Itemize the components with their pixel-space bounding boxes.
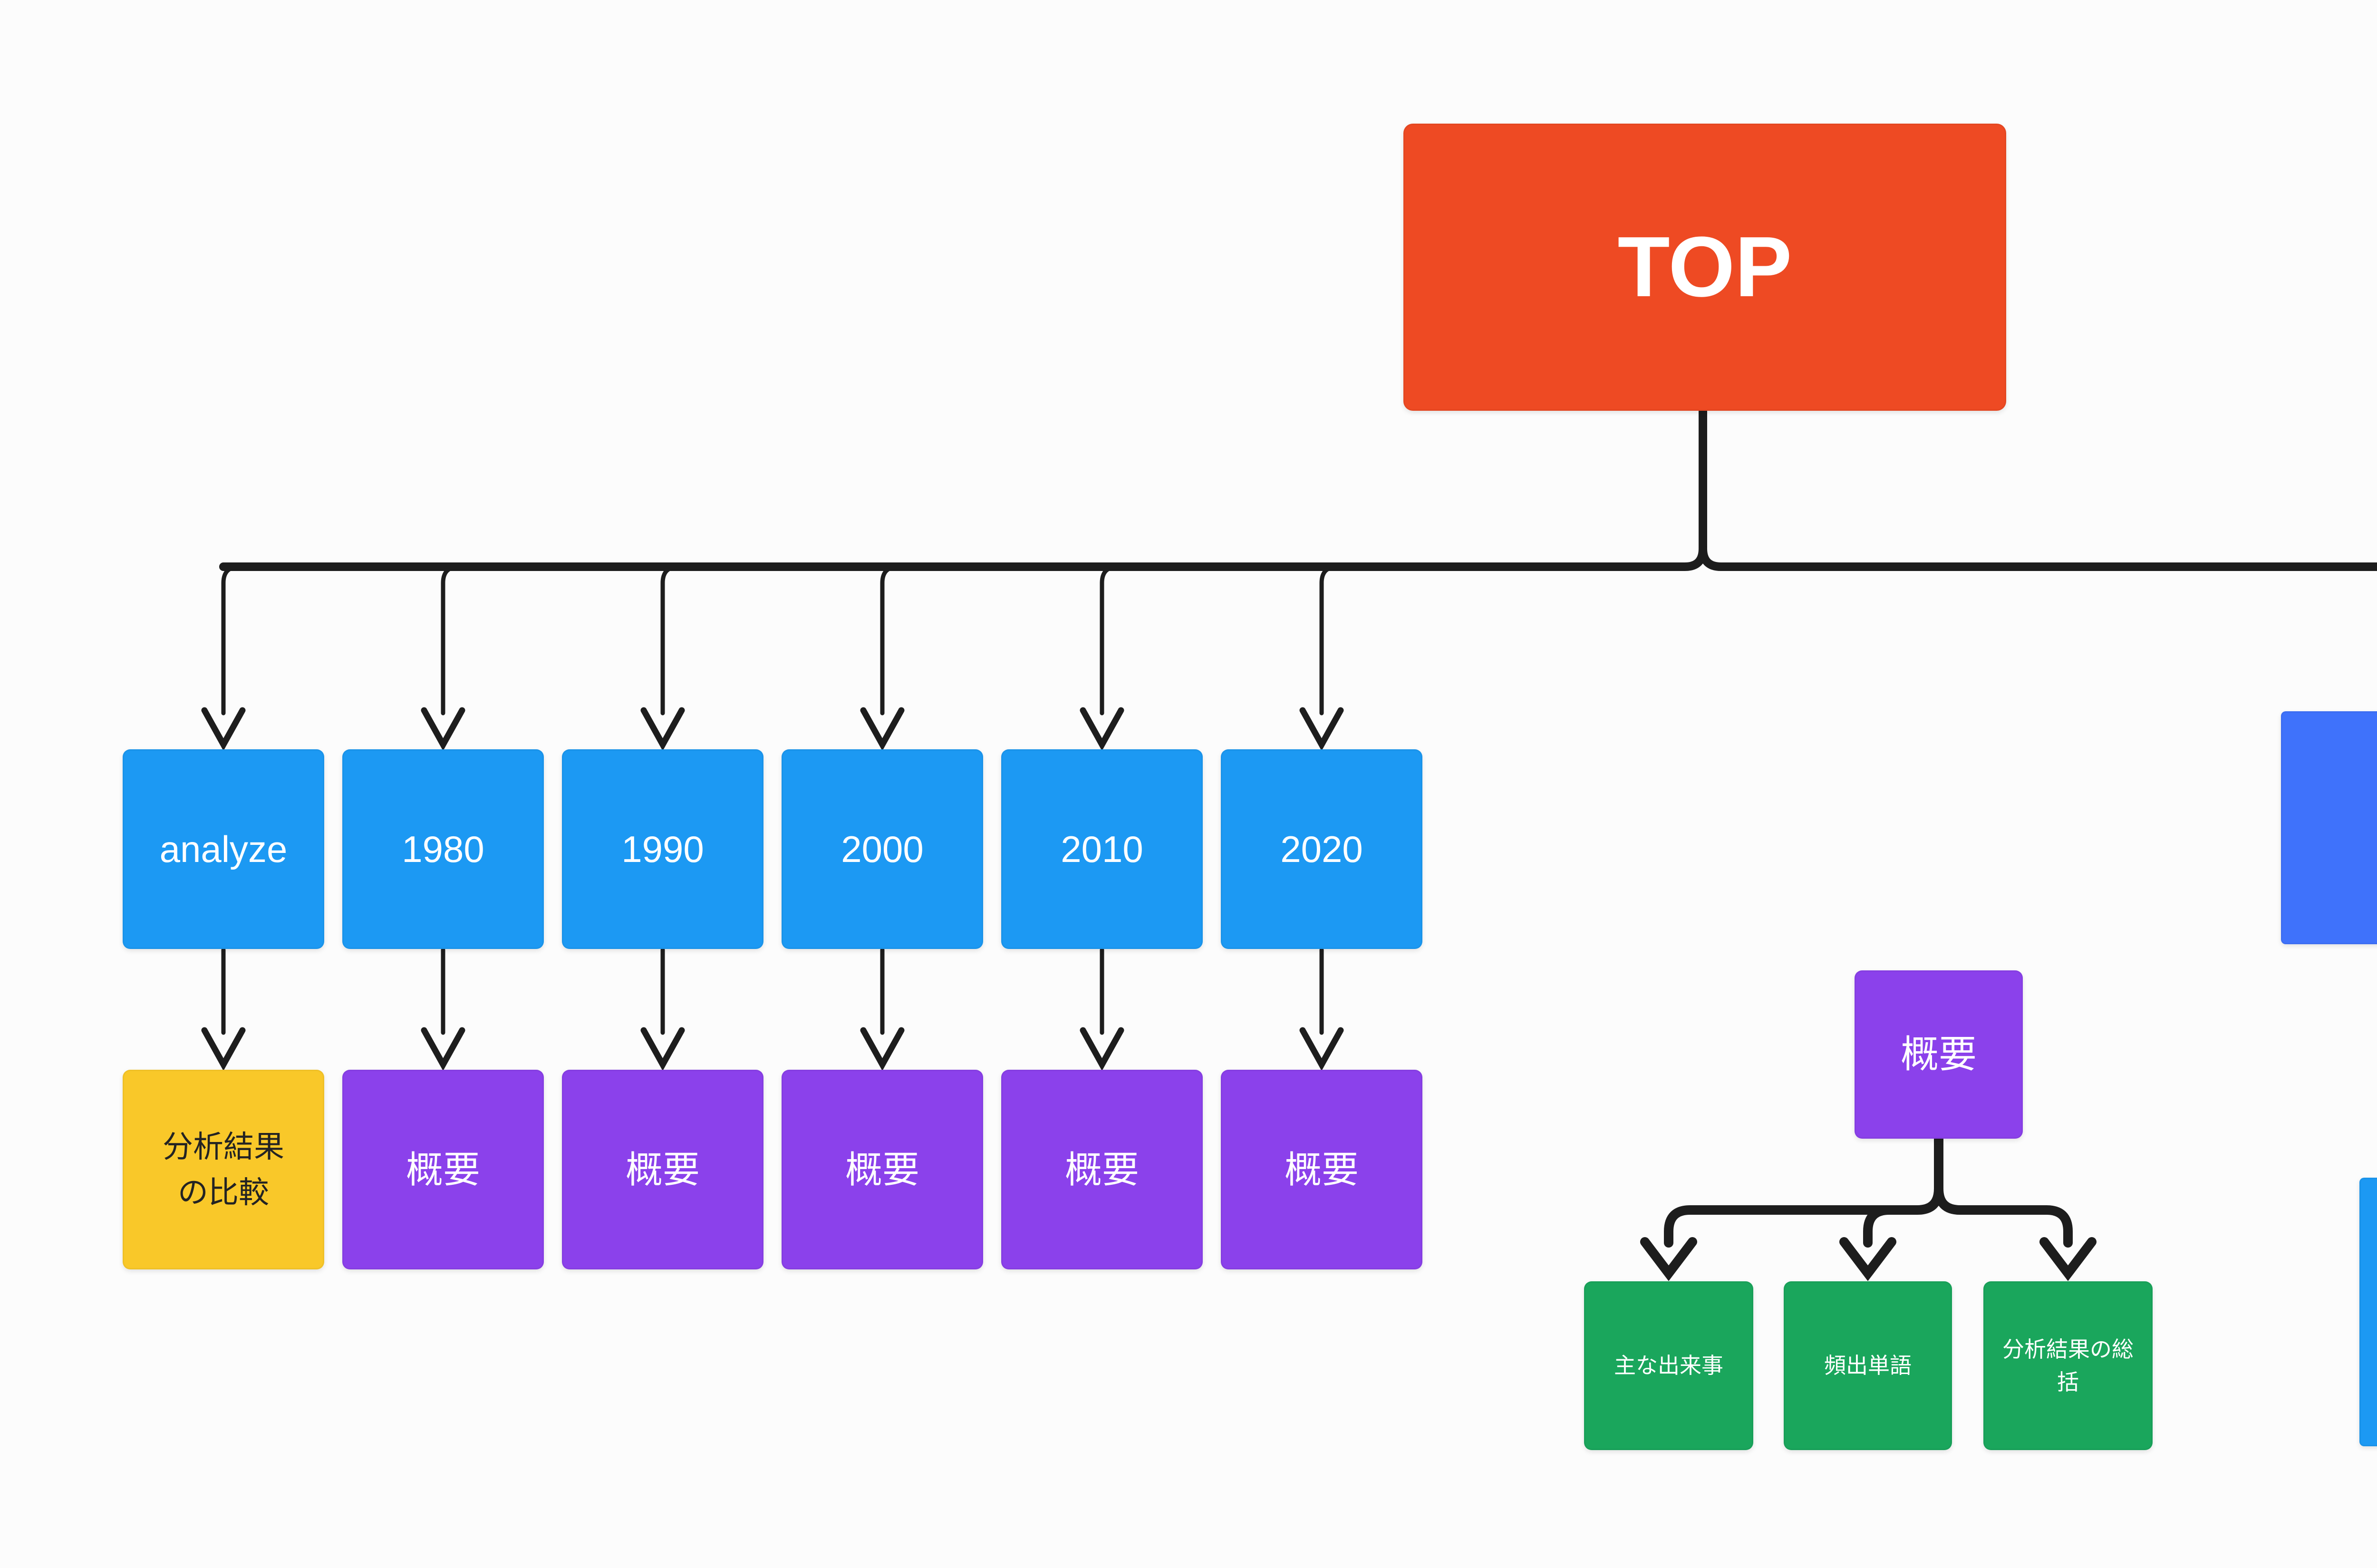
node-overview-parent-label: 概要: [1901, 1033, 1977, 1075]
node-overview-2020-label: 概要: [1284, 1148, 1359, 1191]
node-1990[interactable]: 1990: [562, 749, 763, 949]
node-overview-1980-label: 概要: [406, 1148, 480, 1191]
node-analysis-summary-label: 分析結果の総 括: [2002, 1336, 2134, 1394]
node-analysis-comparison-label: 分析結果 の比較: [163, 1130, 284, 1210]
arrowhead-drop-2000: [860, 707, 905, 751]
node-overview-2020[interactable]: 概要: [1221, 1070, 1422, 1269]
node-analyze[interactable]: analyze: [123, 749, 324, 949]
node-2000-label: 2000: [841, 828, 924, 870]
connector-overview-middle: [1863, 1205, 1894, 1248]
connector-top-trunk-left-bar: [219, 407, 1707, 571]
arrowhead-2000-overview: [860, 1027, 905, 1071]
arrowhead-drop-2020: [1299, 707, 1344, 751]
arrowhead-words: [1839, 1237, 1896, 1281]
arrowhead-drop-1980: [421, 707, 465, 751]
node-analysis-summary[interactable]: 分析結果の総 括: [1983, 1281, 2153, 1450]
node-overview-1990-label: 概要: [625, 1148, 700, 1191]
node-top[interactable]: TOP: [1403, 124, 2006, 411]
connector-group: [201, 407, 2377, 1281]
connector-drop-1990: [660, 564, 681, 716]
node-main-events[interactable]: 主な出来事: [1584, 1281, 1753, 1450]
node-overview-2010-label: 概要: [1064, 1148, 1139, 1191]
connector-drop-2010: [1100, 564, 1121, 716]
connector-drop-2000: [880, 564, 901, 716]
arrowhead-drop-1990: [640, 707, 685, 751]
connector-drop-analyze: [221, 564, 242, 716]
connector-drop-1980: [441, 564, 462, 716]
node-2010-label: 2010: [1061, 828, 1143, 870]
connector-overview-left: [1664, 1134, 1943, 1248]
node-main-events-label: 主な出来事: [1614, 1353, 1723, 1378]
connector-top-right-bar: [1699, 544, 2377, 571]
node-overview-2000[interactable]: 概要: [782, 1070, 983, 1269]
node-2020[interactable]: 2020: [1221, 749, 1422, 949]
node-2000[interactable]: 2000: [782, 749, 983, 949]
arrowhead-2020-overview: [1299, 1027, 1344, 1071]
node-2020-label: 2020: [1280, 828, 1363, 870]
arrowhead-2010-overview: [1080, 1027, 1124, 1071]
node-about[interactable]: ABOUT: [2281, 711, 2377, 944]
arrowhead-summary: [2039, 1237, 2097, 1281]
node-overview-2000-label: 概要: [845, 1148, 919, 1191]
node-overview-2010[interactable]: 概要: [1001, 1070, 1203, 1269]
node-overview-1990[interactable]: 概要: [562, 1070, 763, 1269]
arrowhead-1990-overview: [640, 1027, 685, 1071]
arrowhead-events: [1640, 1237, 1697, 1281]
connector-drop-2020: [1319, 564, 1340, 716]
node-1980[interactable]: 1980: [342, 749, 544, 949]
connector-overview-right: [1934, 1184, 2073, 1248]
arrowhead-analyze-compare: [201, 1027, 246, 1071]
node-top-label: TOP: [1617, 219, 1792, 315]
node-frequent-words[interactable]: 頻出単語: [1784, 1281, 1952, 1450]
node-overview-1980[interactable]: 概要: [342, 1070, 544, 1269]
arrowhead-1980-overview: [421, 1027, 465, 1071]
node-1980-label: 1980: [402, 828, 484, 870]
node-frequent-words-label: 頻出単語: [1824, 1353, 1912, 1378]
node-about-this-site[interactable]: このサイトについて: [2359, 1178, 2377, 1446]
node-overview-parent[interactable]: 概要: [1855, 970, 2023, 1139]
node-1990-label: 1990: [621, 828, 704, 870]
node-analysis-comparison[interactable]: 分析結果 の比較: [123, 1070, 324, 1269]
node-2010[interactable]: 2010: [1001, 749, 1203, 949]
node-analyze-label: analyze: [159, 828, 288, 870]
arrowhead-drop-2010: [1080, 707, 1124, 751]
arrowhead-drop-analyze: [201, 707, 246, 751]
